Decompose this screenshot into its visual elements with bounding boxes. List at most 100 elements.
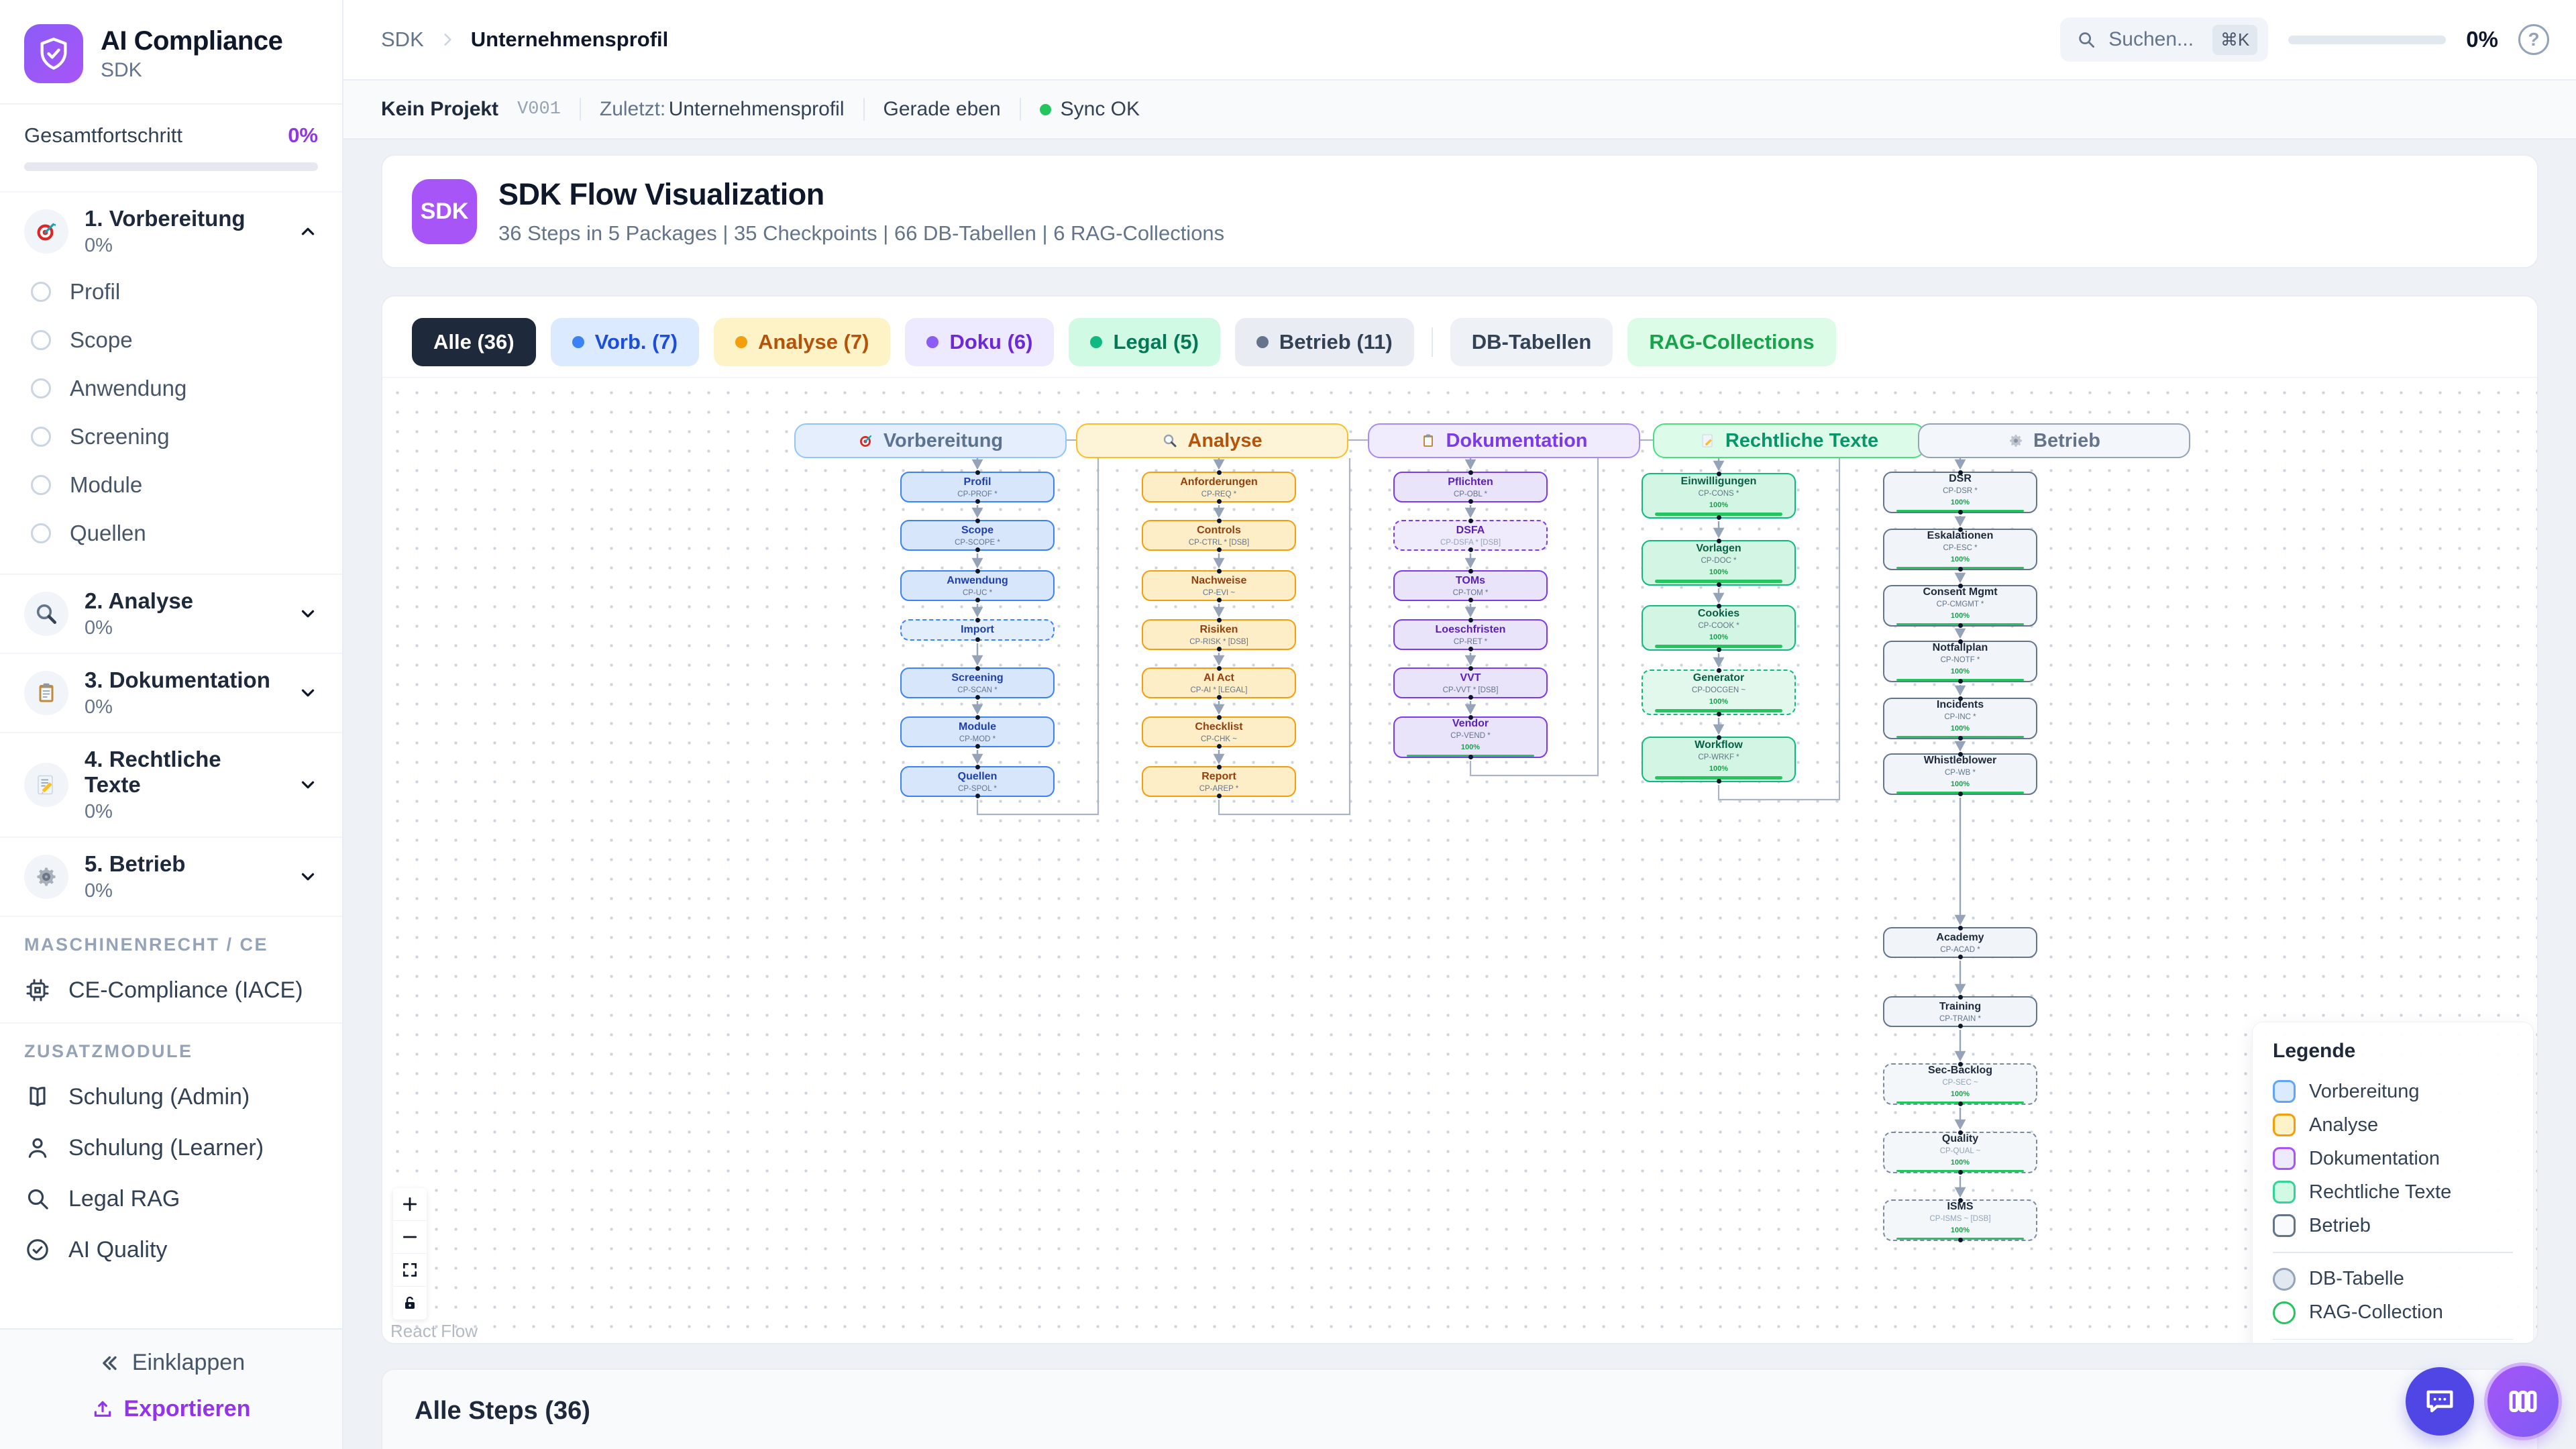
zoom-in-button[interactable] — [393, 1188, 427, 1221]
nav-section-dokumentation: 3. Dokumentation 0% — [0, 653, 342, 732]
sidebar-item-anwendung[interactable]: Anwendung — [31, 364, 318, 413]
breadcrumb-current: Unternehmensprofil — [470, 28, 669, 51]
sidebar-item-ai-quality[interactable]: AI Quality — [24, 1224, 318, 1275]
export-button[interactable]: Exportieren — [92, 1396, 250, 1422]
chat-button[interactable] — [2406, 1367, 2474, 1436]
filter-vorbereitung[interactable]: Vorb. (7) — [550, 318, 700, 366]
help-icon[interactable]: ? — [2518, 24, 2549, 55]
node-progress-bar — [1896, 792, 2024, 794]
nav-section-dokumentation-header[interactable]: 3. Dokumentation 0% — [24, 667, 318, 718]
sidebar-item-legal-rag[interactable]: Legal RAG — [24, 1173, 318, 1224]
last-label: Zuletzt: — [599, 98, 666, 120]
legend-db-table-icon — [2273, 1267, 2296, 1291]
panels-button[interactable] — [2487, 1366, 2559, 1437]
steps-panel-title: Alle Steps (36) — [415, 1397, 590, 1425]
breadcrumb-root[interactable]: SDK — [381, 28, 424, 51]
lock-button[interactable] — [393, 1287, 427, 1320]
overall-progress-label: Gesamtfortschritt — [24, 123, 182, 147]
fit-view-button[interactable] — [393, 1254, 427, 1287]
sidebar-item-screening[interactable]: Screening — [31, 413, 318, 461]
filter-db-tabellen[interactable]: DB-Tabellen — [1450, 318, 1613, 366]
app-subtitle: SDK — [101, 58, 142, 81]
page-subtitle: 36 Steps in 5 Packages | 35 Checkpoints … — [498, 221, 1225, 245]
sidebar-item-ce-compliance[interactable]: CE-Compliance (IACE) — [24, 965, 318, 1016]
filter-doku[interactable]: Doku (6) — [905, 318, 1055, 366]
flow-column-header-analyse[interactable]: Analyse — [1076, 423, 1348, 458]
sidebar-item-profil[interactable]: Profil — [31, 268, 318, 316]
dot-icon — [926, 336, 939, 348]
node-progress-bar — [1896, 1238, 2024, 1240]
flow-column-header-betrieb[interactable]: Betrieb — [1918, 423, 2190, 458]
nav-section-betrieb-header[interactable]: 5. Betrieb 0% — [24, 851, 318, 902]
sdk-avatar: SDK — [412, 178, 477, 244]
overall-progress-bar — [24, 162, 318, 171]
radio-icon — [31, 427, 51, 447]
filter-analyse[interactable]: Analyse (7) — [714, 318, 891, 366]
sync-ok-dot — [1039, 103, 1051, 115]
filter-rag-collections[interactable]: RAG-Collections — [1627, 318, 1836, 366]
search-input[interactable]: Suchen... ⌘K — [2060, 17, 2269, 62]
dot-icon — [1256, 336, 1269, 348]
collapse-sidebar-button[interactable]: Einklappen — [97, 1350, 245, 1376]
sidebar-item-module[interactable]: Module — [31, 461, 318, 509]
zoom-out-button[interactable] — [393, 1221, 427, 1254]
sidebar-item-quellen[interactable]: Quellen — [31, 509, 318, 557]
sidebar-item-schulung-learner[interactable]: Schulung (Learner) — [24, 1122, 318, 1173]
sidebar-item-schulung-admin[interactable]: Schulung (Admin) — [24, 1071, 318, 1122]
sidebar-item-scope[interactable]: Scope — [31, 316, 318, 364]
header-progress-bar — [2288, 35, 2447, 44]
node-progress-bar — [1896, 736, 2024, 738]
flow-column-header-legal[interactable]: Rechtliche Texte — [1653, 423, 1925, 458]
filter-alle[interactable]: Alle (36) — [412, 318, 536, 366]
sidebar-nav: 1. Vorbereitung 0% Profil Scope Anwendun… — [0, 191, 342, 1328]
flow-column-header-doku[interactable]: Dokumentation — [1368, 423, 1640, 458]
flow-node-import[interactable]: Import — [900, 618, 1055, 642]
filter-betrieb[interactable]: Betrieb (11) — [1234, 318, 1414, 366]
chevron-right-icon — [439, 31, 456, 48]
nav-section-analyse-header[interactable]: 2. Analyse 0% — [24, 588, 318, 639]
nav-section-rechtliche-texte-header[interactable]: 4. Rechtliche Texte 0% — [24, 747, 318, 823]
filter-legal[interactable]: Legal (5) — [1069, 318, 1220, 366]
project-name: Kein Projekt — [381, 98, 499, 120]
nav-section-vorbereitung-header[interactable]: 1. Vorbereitung 0% — [24, 206, 318, 257]
flow-column-header-vorb[interactable]: Vorbereitung — [794, 423, 1067, 458]
last-time: Gerade eben — [883, 98, 1001, 120]
react-flow-attribution[interactable]: React Flow — [390, 1321, 478, 1341]
